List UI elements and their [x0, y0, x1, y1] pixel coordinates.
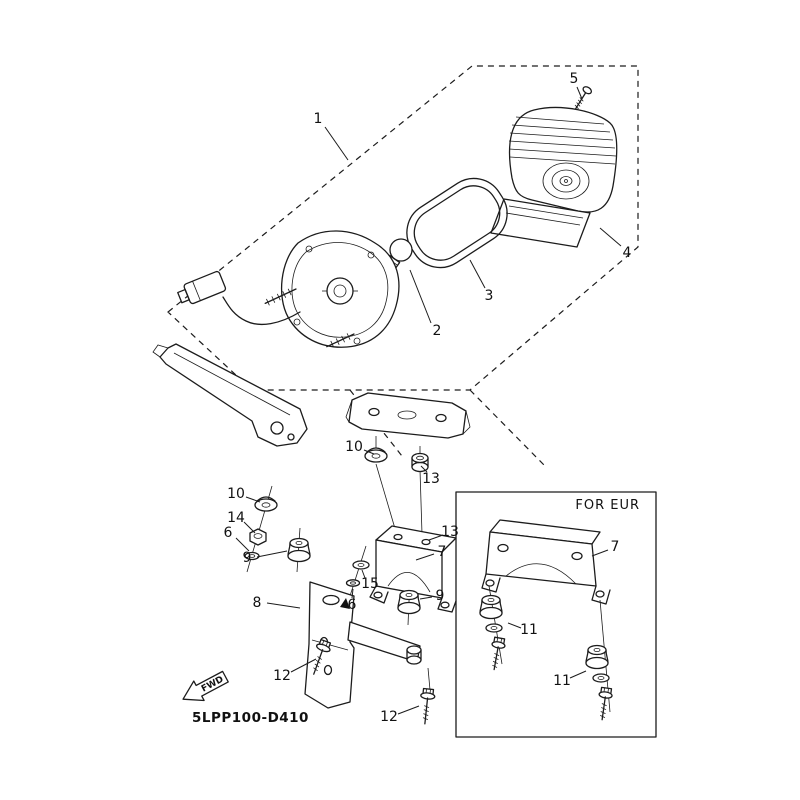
- callout-5: 5: [570, 71, 583, 100]
- washer-six-left: [244, 551, 260, 561]
- tail-light-assembly: [177, 86, 618, 348]
- for-eur-section: FOR EUR: [455, 491, 657, 738]
- callouts: 1 2 3 4 5 10 13 10: [224, 71, 632, 725]
- callout-7-main: 7: [415, 544, 447, 561]
- for-eur-label: FOR EUR: [575, 498, 640, 513]
- callout-11-right: 11: [553, 670, 587, 689]
- eur-damper-stack-left: [479, 594, 506, 671]
- svg-text:1: 1: [314, 111, 323, 127]
- svg-text:2: 2: [433, 323, 442, 339]
- svg-text:6: 6: [224, 525, 233, 541]
- washer-six-center: [345, 579, 361, 587]
- svg-text:11: 11: [553, 673, 571, 689]
- svg-text:14: 14: [227, 510, 245, 526]
- callout-7-eur: 7: [591, 539, 620, 557]
- callout-3: 3: [469, 259, 494, 304]
- callout-9-left: 9: [243, 550, 288, 566]
- damper-right: [397, 589, 421, 615]
- svg-text:13: 13: [422, 471, 440, 487]
- svg-text:12: 12: [380, 709, 398, 725]
- bracket-seven-eur: [481, 519, 611, 605]
- callout-6-center: 6: [348, 588, 357, 613]
- screw-part: [573, 86, 593, 112]
- svg-text:12: 12: [273, 668, 291, 684]
- svg-text:4: 4: [623, 245, 632, 261]
- callout-15: 15: [361, 569, 379, 592]
- grommet-upper: [364, 447, 388, 463]
- svg-text:7: 7: [438, 544, 447, 560]
- svg-text:6: 6: [348, 597, 357, 613]
- callout-13-upper: 13: [420, 465, 440, 487]
- top-bracket: [345, 392, 471, 439]
- diagram-code: 5LPP100-D410: [192, 710, 309, 726]
- svg-text:10: 10: [345, 439, 363, 455]
- callout-1: 1: [314, 111, 349, 161]
- callout-8: 8: [253, 595, 301, 611]
- stay-eight: [304, 581, 422, 709]
- bolt-right: [420, 687, 436, 725]
- svg-text:13: 13: [441, 524, 459, 540]
- gasket-part: [406, 177, 508, 269]
- svg-text:10: 10: [227, 486, 245, 502]
- grommet-lower: [254, 496, 278, 512]
- left-stay-arm: [152, 343, 308, 447]
- callout-2: 2: [409, 269, 442, 339]
- lens-part: [490, 106, 618, 248]
- svg-text:9: 9: [243, 550, 252, 566]
- bolt-left: [313, 638, 332, 675]
- svg-text:9: 9: [436, 588, 445, 604]
- callout-11-left: 11: [507, 622, 538, 638]
- svg-text:7: 7: [611, 539, 620, 555]
- housing-part: [177, 230, 400, 348]
- svg-text:15: 15: [361, 576, 379, 592]
- svg-text:3: 3: [485, 288, 494, 304]
- callout-13-lower: 13: [428, 524, 459, 541]
- wire-connector: [177, 270, 227, 305]
- callout-4: 4: [599, 227, 632, 261]
- damper-left: [287, 537, 311, 563]
- washer-fifteen: [352, 560, 370, 570]
- callout-14: 14: [227, 510, 256, 534]
- mounting-hardware: FWD: [152, 343, 471, 725]
- svg-text:5: 5: [570, 71, 579, 87]
- eur-damper-stack-right: [585, 644, 613, 721]
- callout-10-upper: 10: [345, 439, 375, 455]
- callout-12-left: 12: [273, 658, 317, 684]
- svg-text:8: 8: [253, 595, 262, 611]
- nut-part: [249, 528, 267, 546]
- callout-6-left: 6: [224, 525, 250, 552]
- callout-12-right: 12: [380, 705, 420, 725]
- fwd-arrow: FWD: [182, 670, 229, 702]
- callout-9-right: 9: [419, 588, 445, 604]
- collar-upper: [411, 452, 429, 473]
- svg-text:11: 11: [520, 622, 538, 638]
- callout-10-lower: 10: [227, 486, 261, 503]
